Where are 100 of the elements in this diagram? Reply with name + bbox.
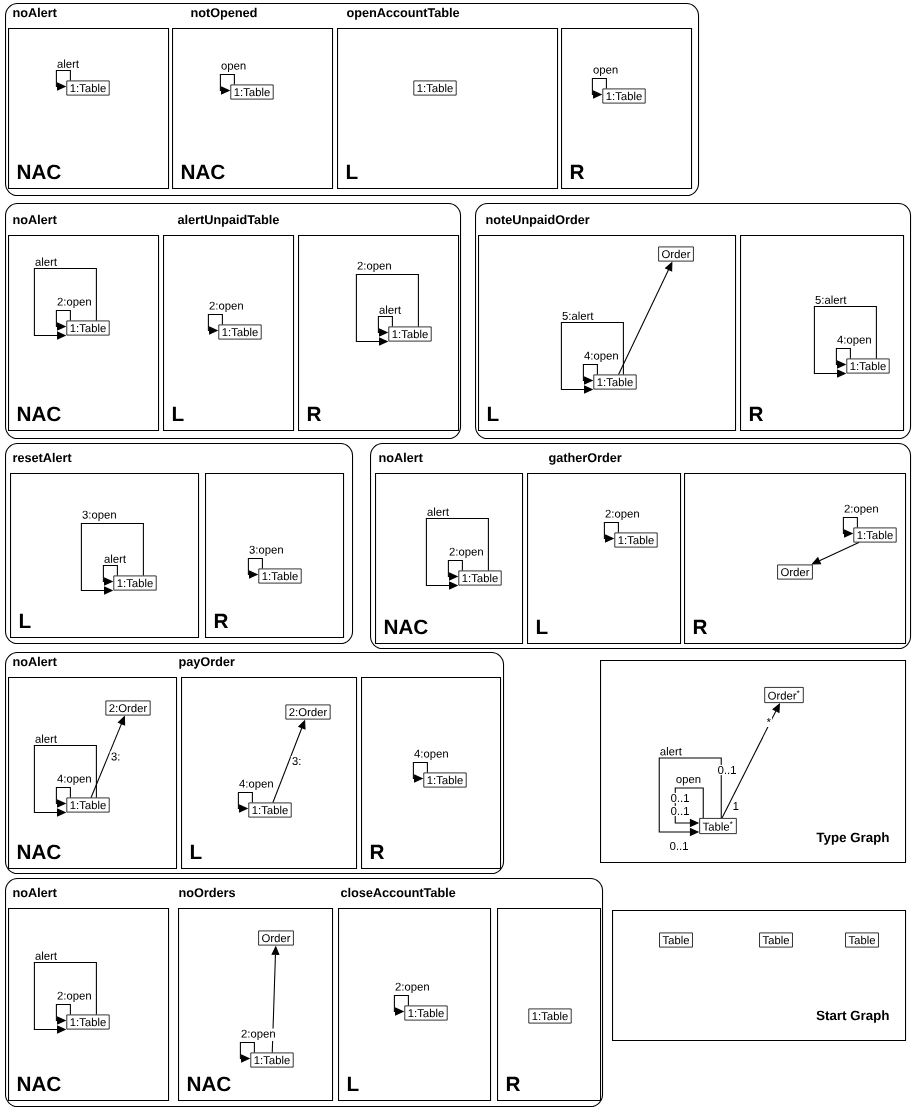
edge-label: 5:alert: [813, 294, 848, 305]
object-box: Order: [777, 564, 813, 580]
object-box: 1:Table: [250, 1052, 294, 1068]
multiplicity-label: 0..1: [668, 840, 690, 852]
object-box: 1:Table: [230, 84, 274, 100]
object-box: Order: [258, 930, 294, 946]
edge-label: 2:open: [355, 260, 393, 273]
loop-arrow: [393, 994, 409, 1016]
multiplicity-label: *: [765, 717, 773, 727]
node-label: noAlert: [13, 7, 57, 18]
object-box: 1:Table: [602, 88, 646, 104]
rule-frame: [5, 652, 505, 875]
edge-label: open: [674, 775, 703, 787]
node-label: noAlert: [13, 887, 57, 898]
multiplicity-label: 0..1: [669, 792, 691, 804]
edge-label: alert: [33, 733, 59, 744]
object-box: 1:Table: [248, 802, 292, 818]
edge-label: 2:open: [393, 981, 431, 994]
loop-arrow: [33, 267, 97, 340]
multiplicity-label: 1: [731, 801, 740, 811]
loop-arrow: [55, 1004, 71, 1025]
node-label: payOrder: [179, 656, 235, 669]
edge-label: alert: [33, 950, 59, 961]
object-box: 1:Table: [458, 570, 502, 586]
object-box: 1:Table: [113, 575, 157, 591]
edge-label: 4:open: [582, 350, 620, 363]
edge-label: 5:alert: [560, 310, 595, 321]
edge-label: 2:open: [603, 508, 641, 521]
object-box: Table$^{*}$: [699, 818, 737, 834]
loop-arrow: [102, 565, 118, 586]
loop-arrow: [603, 521, 619, 543]
object-box: Order$^{*}$: [764, 687, 804, 703]
edge-label: alert: [102, 553, 128, 564]
object-box: 1:Table: [388, 326, 432, 342]
node-label: notOpened: [191, 7, 257, 20]
loop-arrow: [33, 745, 97, 817]
edge-label: open: [219, 62, 248, 73]
object-box: 1:Table: [846, 358, 890, 374]
object-box: 1:Table: [404, 1005, 448, 1021]
loop-arrow: [355, 274, 419, 346]
object-box: 1:Table: [593, 374, 637, 390]
edge-label: alert: [55, 58, 81, 69]
loop-arrow: [55, 309, 71, 331]
rule-frame: [5, 3, 700, 197]
node-label: noAlert: [13, 214, 57, 225]
multiplicity-label: 0..1: [716, 764, 738, 776]
object-box: Table: [659, 932, 693, 948]
object-box: 1:Table: [423, 772, 467, 788]
edge-label: 4:open: [55, 773, 93, 786]
edge-label: 2:open: [55, 296, 93, 309]
object-box: 1:Table: [66, 80, 110, 96]
edge-label: alert: [377, 304, 403, 315]
loop-arrow: [33, 962, 97, 1034]
rule-frame: [475, 203, 912, 440]
edge-label: alert: [425, 506, 451, 517]
edge-label: 3:: [109, 751, 122, 762]
loop-arrow: [247, 558, 263, 579]
edge-label: 2:open: [207, 300, 245, 313]
edge-label: 3:: [290, 755, 303, 767]
edge-label: 4:open: [237, 778, 275, 791]
node-label: noteUnpaidOrder: [486, 214, 590, 227]
multiplicity-label: 0..1: [669, 805, 691, 817]
loop-arrow: [591, 78, 607, 99]
node-label: noAlert: [13, 656, 57, 667]
edge-label: alert: [658, 746, 683, 757]
loop-arrow: [237, 791, 253, 813]
arrow: [811, 541, 860, 565]
loop-arrow: [835, 348, 851, 369]
node-label: openAccountTable: [347, 7, 460, 20]
rule-frame: [5, 878, 604, 1108]
edge-label: 2:open: [55, 990, 93, 1003]
loop-arrow: [80, 523, 144, 595]
object-box: 2:Order: [105, 700, 151, 716]
node-label: noAlert: [379, 452, 423, 463]
loop-arrow: [425, 517, 489, 590]
loop-arrow: [55, 69, 71, 91]
rule-frame: [370, 443, 912, 650]
loop-arrow: [412, 762, 428, 783]
object-box: 1:Table: [528, 1008, 572, 1024]
object-box: 1:Table: [413, 80, 457, 96]
node-label: alertUnpaidTable: [177, 214, 279, 227]
node-label: closeAccountTable: [341, 887, 456, 898]
loop-arrow: [842, 517, 858, 538]
edge-label: 2:open: [842, 503, 880, 516]
loop-arrow: [219, 74, 235, 95]
object-box: Table: [759, 932, 793, 948]
edge-label: 3:open: [80, 509, 118, 522]
loop-arrow: [560, 321, 624, 394]
rule-frame: [5, 443, 354, 645]
object-box: 1:Table: [258, 568, 302, 584]
edge-label: alert: [33, 256, 59, 267]
edge-label: open: [591, 66, 620, 77]
rule-frame: [5, 203, 462, 440]
object-box: 1:Table: [614, 532, 658, 548]
loop-arrow: [207, 313, 223, 335]
loop-arrow: [447, 559, 463, 581]
edge-label: 2:open: [239, 1028, 277, 1041]
edge-label: 2:open: [447, 546, 485, 559]
loop-arrow: [582, 363, 598, 385]
object-box: 2:Order: [285, 704, 331, 720]
